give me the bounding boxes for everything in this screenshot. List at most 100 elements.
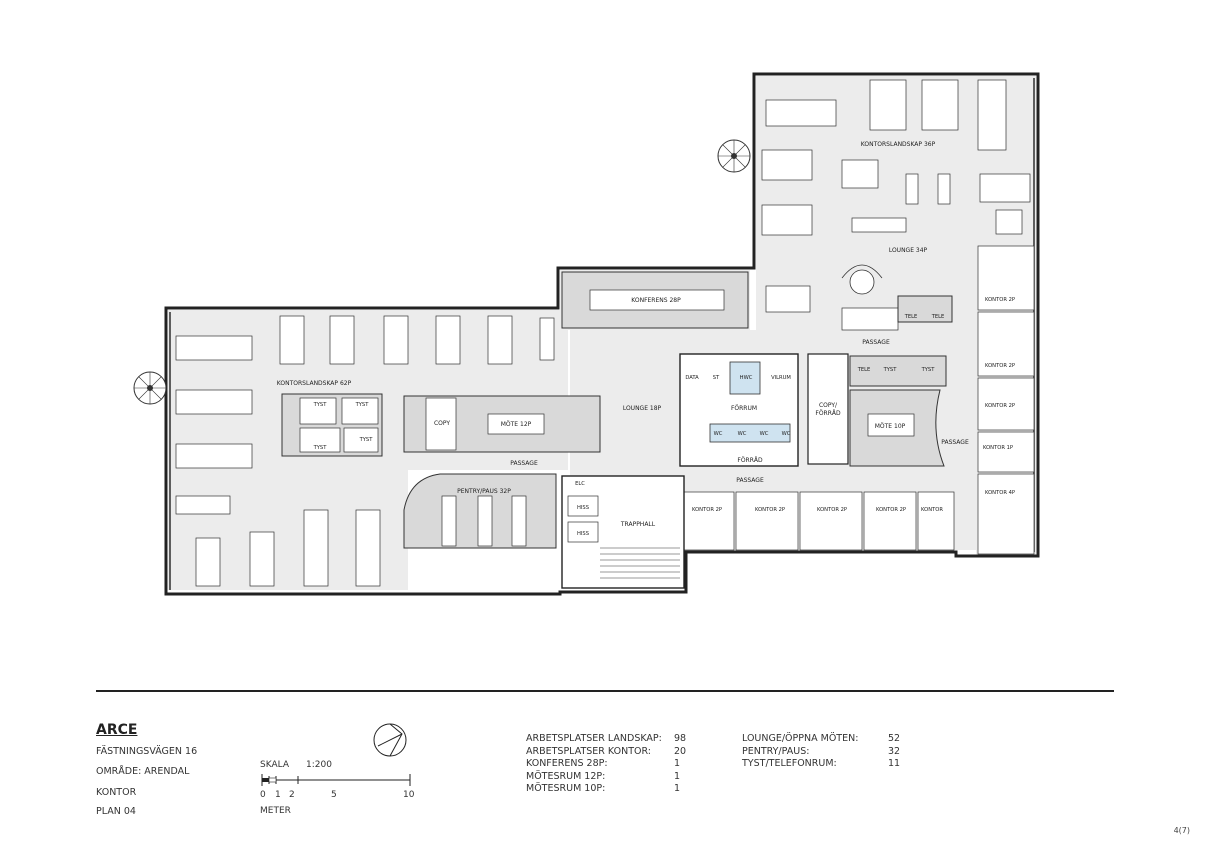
stats-right: LOUNGE/ÖPPNA MÖTEN: 52 PENTRY/PAUS: 32 TYS… [742, 733, 908, 771]
stat-label: PENTRY/PAUS: [742, 745, 810, 757]
label-tyst-1: TYST [313, 402, 328, 408]
stair-core [561, 475, 685, 589]
label-passage-1: PASSAGE [862, 339, 890, 346]
label-forrad: FÖRRÅD [737, 457, 763, 464]
stat-row: KONFERENS 28P: 1 [526, 758, 694, 771]
label-passage-2: PASSAGE [510, 460, 538, 467]
label-hiss-1: HISS [577, 505, 589, 511]
desks-left [175, 315, 555, 587]
tele-rooms [897, 295, 953, 323]
label-passage-4: PASSAGE [941, 439, 969, 446]
label-vilrum: VILRUM [771, 375, 791, 381]
stat-row: MÖTESRUM 10P: 1 [526, 783, 694, 796]
stat-label: MÖTESRUM 12P: [526, 770, 606, 782]
label-konferens-28p: KONFERENS 28P [631, 297, 681, 304]
stats-left: ARBETSPLATSER LANDSKAP: 98 ARBETSPLATSER … [526, 733, 694, 796]
stat-value: 1 [674, 770, 681, 782]
label-tyst-2: TYST [355, 402, 370, 408]
scale-label: SKALA [260, 760, 289, 770]
scale-bar [261, 774, 411, 786]
page-number: 4(7) [1173, 826, 1190, 835]
kontor-rooms-right [977, 245, 1035, 555]
label-copy-forrad-1: COPY/ [819, 402, 838, 409]
label-kontor-2p-r3: KONTOR 2P [985, 403, 1015, 409]
label-lounge-18p: LOUNGE 18P [623, 405, 662, 412]
label-kontor-2p-b4: KONTOR 2P [876, 507, 906, 513]
stat-value: 1 [674, 783, 681, 794]
label-trapphall: TRAPPHALL [620, 521, 656, 528]
label-elc: ELC [575, 481, 585, 487]
stat-row: ARBETSPLATSER KONTOR: 20 [526, 746, 694, 759]
label-tele-1: TELE [857, 367, 871, 373]
label-kontorslandskap-36p: KONTORSLANDSKAP 36P [861, 141, 936, 148]
mote-10p [849, 355, 947, 467]
spiral-stair-left [133, 371, 167, 405]
stat-label: TYST/TELEFONRUM: [742, 758, 837, 769]
kontor-rooms-bottom [681, 491, 955, 551]
room-labels: KONTORSLANDSKAP 36P LOUNGE 34P KONFERENS… [277, 141, 1015, 537]
label-hwc: HWC [740, 375, 753, 381]
stat-value: 20 [674, 745, 687, 757]
label-tyst-6: TYST [921, 367, 936, 373]
stat-label: MÖTESRUM 10P: [526, 783, 606, 794]
lounge-table [765, 264, 899, 331]
label-kontorslandskap-62p: KONTORSLANDSKAP 62P [277, 380, 352, 387]
label-kontor-2p-b3: KONTOR 2P [817, 507, 847, 513]
area: OMRÅDE: ARENDAL [96, 766, 190, 777]
label-kontor-2p-b2: KONTOR 2P [755, 507, 785, 513]
stat-label: ARBETSPLATSER KONTOR: [526, 745, 651, 757]
scale-tick-2: 2 [289, 790, 295, 800]
stat-row: ARBETSPLATSER LANDSKAP: 98 [526, 733, 694, 746]
stat-value: 52 [888, 733, 901, 744]
label-tele-2: TELE [904, 314, 918, 320]
label-lounge-34p: LOUNGE 34P [889, 247, 928, 254]
label-mote-10p: MÖTE 10P [875, 423, 906, 430]
tyst-cluster [281, 393, 383, 457]
label-st: ST [713, 375, 720, 381]
label-tele-3: TELE [931, 314, 945, 320]
stat-row: LOUNGE/ÖPPNA MÖTEN: 52 [742, 733, 908, 746]
stat-value: 1 [674, 758, 681, 769]
label-copy-forrad-2: FÖRRÅD [815, 410, 841, 417]
mote-12p-block [403, 395, 601, 453]
label-mote-12p: MÖTE 12P [501, 421, 532, 428]
stat-row: PENTRY/PAUS: 32 [742, 746, 908, 759]
north-arrow-icon [373, 723, 407, 757]
scale-tick-5: 5 [331, 790, 337, 800]
label-hiss-2: HISS [577, 531, 589, 537]
pentry [403, 473, 557, 549]
stat-value: 11 [888, 758, 901, 769]
label-kontor-4p: KONTOR 4P [985, 490, 1015, 496]
stat-row: MÖTESRUM 12P: 1 [526, 771, 694, 784]
company-name: ARCE [96, 722, 138, 738]
label-data: DATA [685, 375, 699, 381]
label-tyst-3: TYST [359, 437, 374, 443]
address: FÄSTNINGSVÄGEN 16 [96, 746, 198, 757]
label-wc-1: WC [714, 431, 723, 437]
stat-value: 32 [888, 745, 901, 757]
label-passage-3: PASSAGE [736, 477, 764, 484]
stat-label: LOUNGE/ÖPPNA MÖTEN: [742, 733, 859, 744]
title-rule [96, 690, 1114, 692]
stat-label: KONFERENS 28P: [526, 758, 608, 769]
label-tyst-4: TYST [313, 445, 328, 451]
label-copy: COPY [434, 420, 450, 427]
stat-label: ARBETSPLATSER LANDSKAP: [526, 733, 662, 744]
label-kontor-2p-r2: KONTOR 2P [985, 363, 1015, 369]
floor-plan: KONTORSLANDSKAP 36P LOUNGE 34P KONFERENS… [133, 72, 1040, 596]
desks-top-right [761, 79, 1031, 236]
label-wc-3: WC [760, 431, 769, 437]
scale-unit: METER [260, 806, 291, 816]
label-wc-2: WC [738, 431, 747, 437]
scale-tick-0: 0 [260, 790, 266, 800]
stat-value: 98 [674, 733, 687, 744]
label-forrum: FÖRRUM [731, 405, 757, 412]
label-wc-4: WC [782, 431, 791, 437]
label-tyst-5: TYST [883, 367, 898, 373]
floor-level: PLAN 04 [96, 806, 136, 817]
label-kontor-2p-b1: KONTOR 2P [692, 507, 722, 513]
label-kontor-2p-r1: KONTOR 2P [985, 297, 1015, 303]
label-kontor-b5: KONTOR [921, 507, 943, 513]
building-type: KONTOR [96, 787, 137, 798]
label-kontor-1p: KONTOR 1P [983, 445, 1013, 451]
